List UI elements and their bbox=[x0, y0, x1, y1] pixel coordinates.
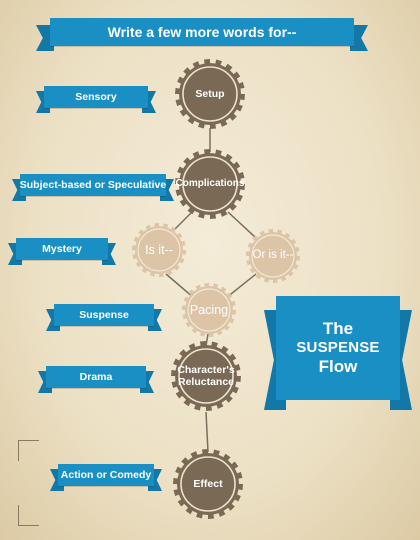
gear-effect: Effect bbox=[172, 448, 244, 520]
gear-inner-ring bbox=[251, 234, 295, 278]
connector-pacing-reluctance bbox=[205, 333, 209, 347]
ribbon-suspense: Suspense bbox=[46, 304, 162, 331]
title-line-3: Flow bbox=[318, 356, 358, 376]
ribbon-fold bbox=[350, 25, 368, 51]
connector-reluctance-effect bbox=[205, 411, 209, 453]
ribbon-sensory: Sensory bbox=[36, 86, 156, 113]
gear-inner-ring bbox=[182, 66, 238, 122]
ribbon-mystery: Mystery bbox=[8, 238, 116, 265]
gear-teeth bbox=[132, 223, 186, 277]
gear-pacing: Pacing bbox=[181, 282, 237, 338]
ribbon-label: Subject-based or Speculative bbox=[20, 174, 166, 196]
connector-is-it-pacing bbox=[165, 273, 195, 299]
ribbon-label: Action or Comedy bbox=[58, 464, 154, 486]
ribbon-action-or-comedy: Action or Comedy bbox=[50, 464, 162, 491]
title-banner-body: The SUSPENSE Flow bbox=[276, 296, 400, 400]
ribbon-label: Mystery bbox=[16, 238, 108, 260]
ribbon-drama: Drama bbox=[38, 366, 154, 393]
title-banner: The SUSPENSE Flow bbox=[264, 296, 412, 410]
title-line-2: SUSPENSE bbox=[296, 339, 380, 357]
gear-teeth bbox=[175, 149, 245, 219]
gear-label: Complications bbox=[175, 178, 245, 190]
gear-inner-ring bbox=[180, 456, 236, 512]
gear-inner-ring bbox=[182, 156, 238, 212]
gear-is-it: Is it-- bbox=[131, 222, 187, 278]
connector-or-is-it-pacing bbox=[225, 273, 257, 299]
header-ribbon: Write a few more words for-- bbox=[36, 18, 368, 51]
ribbon-label: Drama bbox=[46, 366, 146, 388]
gear-inner-ring bbox=[178, 348, 234, 404]
ribbon-subject-based: Subject-based or Speculative bbox=[12, 174, 174, 201]
header-text: Write a few more words for-- bbox=[50, 18, 354, 46]
gear-label: Or is it-- bbox=[252, 249, 294, 262]
gear-setup: Setup bbox=[174, 58, 246, 130]
gear-label: Effect bbox=[193, 477, 223, 490]
ribbon-label: Sensory bbox=[44, 86, 148, 108]
gear-label: Pacing bbox=[189, 302, 229, 317]
gear-icon bbox=[171, 341, 241, 411]
frame-corner-bottom-left bbox=[18, 505, 39, 526]
gear-teeth bbox=[173, 449, 243, 519]
ribbon-label: Suspense bbox=[54, 304, 154, 326]
gear-icon bbox=[175, 59, 245, 129]
connector-complications-or-is-it bbox=[227, 211, 257, 239]
frame-corner-top-left bbox=[18, 440, 39, 461]
gear-label-line1: Character's bbox=[177, 363, 235, 376]
gear-teeth bbox=[246, 229, 300, 283]
gear-icon bbox=[175, 149, 245, 219]
gear-icon bbox=[246, 229, 300, 283]
gear-icon bbox=[132, 223, 186, 277]
gear-teeth bbox=[182, 283, 236, 337]
gear-label: Is it-- bbox=[145, 242, 173, 257]
gear-inner-ring bbox=[137, 228, 181, 272]
gear-teeth bbox=[171, 341, 241, 411]
gear-inner-ring bbox=[187, 288, 231, 332]
gear-icon bbox=[173, 449, 243, 519]
gear-icon bbox=[182, 283, 236, 337]
ribbon-fold bbox=[36, 25, 54, 51]
gear-label: Setup bbox=[195, 87, 225, 100]
gear-teeth bbox=[175, 59, 245, 129]
gear-complications: Complications bbox=[174, 148, 246, 220]
gear-or-is-it: Or is it-- bbox=[245, 228, 301, 284]
gear-label-line2: Reluctance bbox=[177, 376, 235, 388]
title-line-1: The bbox=[322, 319, 354, 339]
